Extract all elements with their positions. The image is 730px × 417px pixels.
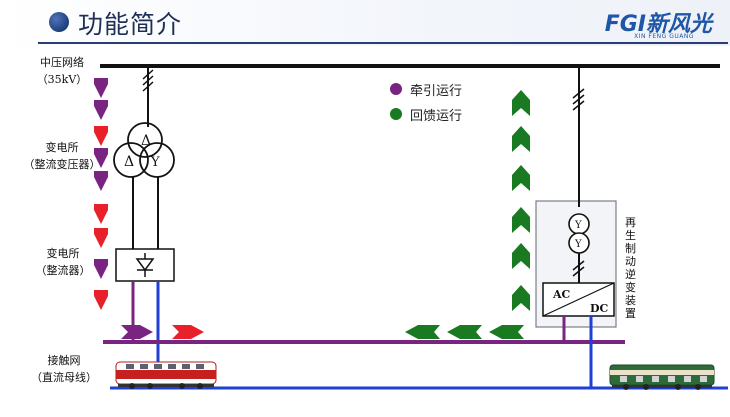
regen-device-label: 再生制动逆变装置 — [625, 216, 636, 320]
inverter-transformer-icon — [568, 213, 590, 254]
up-arrow-green-5 — [512, 243, 530, 269]
down-arrow-purple-5 — [94, 259, 108, 279]
down-arrow-red-2 — [94, 204, 108, 224]
substation-rectifier-label-line1: 变电所 — [46, 247, 80, 260]
up-arrow-green-6 — [512, 285, 530, 311]
legend-regen-dot — [390, 108, 402, 120]
down-arrow-red-4 — [94, 290, 108, 310]
grid-label-line1: 中压网络 — [40, 56, 84, 69]
inverter-wye-bottom: Y — [574, 239, 582, 250]
converter-dc-label: DC — [590, 302, 609, 315]
company-logo-subtitle: XIN FENG GUANG — [634, 33, 694, 40]
left-arrow-green-2 — [447, 325, 482, 339]
title-bullet-icon — [49, 12, 69, 32]
wye-symbol-right: Y — [150, 155, 160, 170]
down-arrow-purple-2 — [94, 100, 108, 120]
down-arrow-red-3 — [94, 228, 108, 248]
inverter-wye-top: Y — [574, 220, 582, 231]
regenerating-locomotive-image — [609, 364, 715, 390]
right-arrow-purple — [121, 325, 153, 339]
delta-symbol-top: Δ — [141, 133, 151, 149]
substation-transformer-label-line2: （整流变压器） — [23, 158, 101, 171]
traction-locomotive-image — [115, 361, 217, 389]
title-underline — [38, 42, 728, 44]
down-arrow-red-1 — [94, 126, 108, 146]
catenary-label-line1: 接触网 — [47, 354, 81, 367]
header-band — [0, 0, 730, 46]
company-logo: FGI新风光 — [604, 12, 712, 37]
delta-symbol-left: Δ — [124, 154, 134, 170]
page-title: 功能简介 — [78, 10, 183, 39]
up-arrow-green-3 — [512, 165, 530, 191]
inverter-line-ticks — [572, 260, 585, 277]
left-arrow-green-3 — [489, 325, 524, 339]
right-arrow-red — [172, 325, 204, 339]
legend-traction-label: 牵引运行 — [410, 84, 463, 99]
regen-up-arrows — [512, 90, 530, 311]
substation-rectifier-label-line2: （整流器） — [35, 264, 91, 277]
catenary-label: 接触网 （直流母线） — [22, 352, 106, 386]
grid-label-line2: （35kV） — [36, 73, 88, 86]
down-arrow-purple-1 — [94, 78, 108, 98]
down-arrow-purple-4 — [94, 171, 108, 191]
diode-icon — [135, 253, 155, 277]
up-arrow-green-1 — [512, 90, 530, 116]
left-arrow-green-1 — [405, 325, 440, 339]
substation-transformer-label: 变电所 （整流变压器） — [14, 139, 110, 173]
substation-transformer-label-line1: 变电所 — [45, 141, 79, 154]
legend-traction-dot — [390, 83, 402, 95]
up-arrow-green-4 — [512, 207, 530, 233]
converter-diagonal — [542, 282, 615, 317]
legend-regen-label: 回馈运行 — [410, 109, 463, 124]
rectifier-transformer-icon — [113, 122, 175, 178]
up-arrow-green-2 — [512, 126, 530, 152]
right-feeder-ticks — [572, 88, 585, 111]
grid-label: 中压网络 （35kV） — [22, 54, 102, 88]
left-flow-arrows — [94, 78, 108, 310]
down-arrow-purple-3 — [94, 148, 108, 168]
converter-ac-label: AC — [552, 288, 571, 301]
substation-rectifier-label: 变电所 （整流器） — [20, 245, 106, 279]
catenary-label-line2: （直流母线） — [31, 371, 97, 384]
